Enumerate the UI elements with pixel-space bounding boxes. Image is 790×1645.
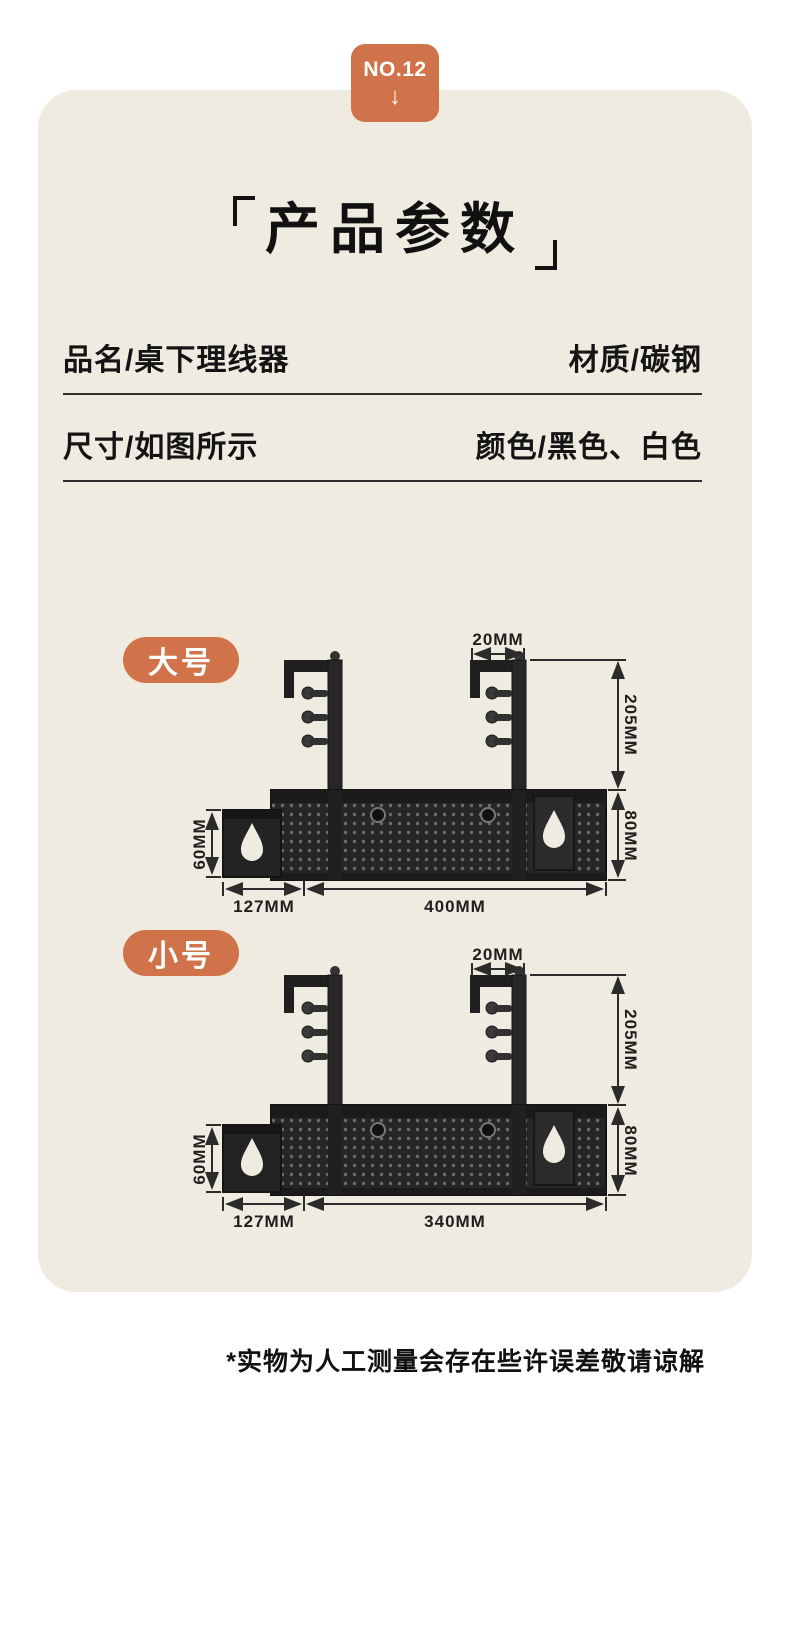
dim-clamp-opening: 20MM (472, 630, 524, 649)
bracket-top-left (232, 196, 255, 226)
desk-clamp-right (470, 966, 527, 1111)
size-label-small-text: 小号 (148, 940, 214, 973)
cable-tray-illustration-large (205, 647, 626, 896)
badge-number: NO.12 (363, 57, 427, 81)
dim-depth: 127MM (233, 1212, 295, 1231)
left-mounting-wing (222, 1124, 282, 1193)
spec-color: 颜色/黑色、白色 (475, 431, 702, 464)
dim-width: 340MM (424, 1212, 486, 1231)
left-mounting-wing (222, 809, 282, 878)
dim-hanging-height: 205MM (621, 694, 640, 756)
right-mounting-wing (533, 1110, 575, 1186)
dim-width: 400MM (424, 897, 486, 916)
desk-clamp-right (470, 651, 527, 796)
dim-hanging-height: 205MM (621, 1009, 640, 1071)
spec-table: 品名/桌下理线器 材质/碳钢 尺寸/如图所示 颜色/黑色、白色 (63, 335, 702, 482)
spec-size: 尺寸/如图所示 (63, 431, 259, 464)
dim-basket-height: 80MM (621, 1125, 640, 1177)
size-label-large: 大号 (123, 637, 239, 683)
desk-clamp-left (284, 651, 343, 796)
bracket-bottom-right (535, 240, 557, 270)
dimension-lines (205, 962, 626, 1211)
desk-clamp-left (284, 966, 343, 1111)
dim-clamp-opening: 20MM (472, 945, 524, 964)
measurement-disclaimer: *实物为人工测量会存在些许误差敬请谅解 (226, 1348, 705, 1376)
spec-row-2: 尺寸/如图所示 颜色/黑色、白色 (63, 422, 702, 482)
title-text: 产品参数 (264, 198, 525, 260)
spec-card: 产品参数 品名/桌下理线器 材质/碳钢 尺寸/如图所示 颜色/黑色、白色 大号 (38, 90, 752, 1292)
down-arrow-icon: ↓ (389, 82, 401, 110)
dimension-lines (205, 647, 626, 896)
spec-material: 材质/碳钢 (568, 344, 702, 377)
size-label-small: 小号 (123, 930, 239, 976)
number-badge: NO.12 ↓ (351, 44, 439, 122)
cable-tray-illustration-small (205, 962, 626, 1211)
spec-product-name: 品名/桌下理线器 (63, 344, 290, 377)
dim-wing-height: 60MM (190, 1133, 209, 1185)
size-label-large-text: 大号 (148, 647, 214, 680)
right-mounting-wing (533, 795, 575, 871)
spec-row-1: 品名/桌下理线器 材质/碳钢 (63, 335, 702, 395)
dim-basket-height: 80MM (621, 810, 640, 862)
page-title: 产品参数 (38, 196, 752, 270)
diagram-small: 20MM 205MM 80MM 60MM 127MM 340MM (188, 945, 708, 1245)
dim-depth: 127MM (233, 897, 295, 916)
diagram-large: 20MM 205MM 80MM 60MM 127MM 400MM (188, 630, 708, 930)
dim-wing-height: 60MM (190, 818, 209, 870)
